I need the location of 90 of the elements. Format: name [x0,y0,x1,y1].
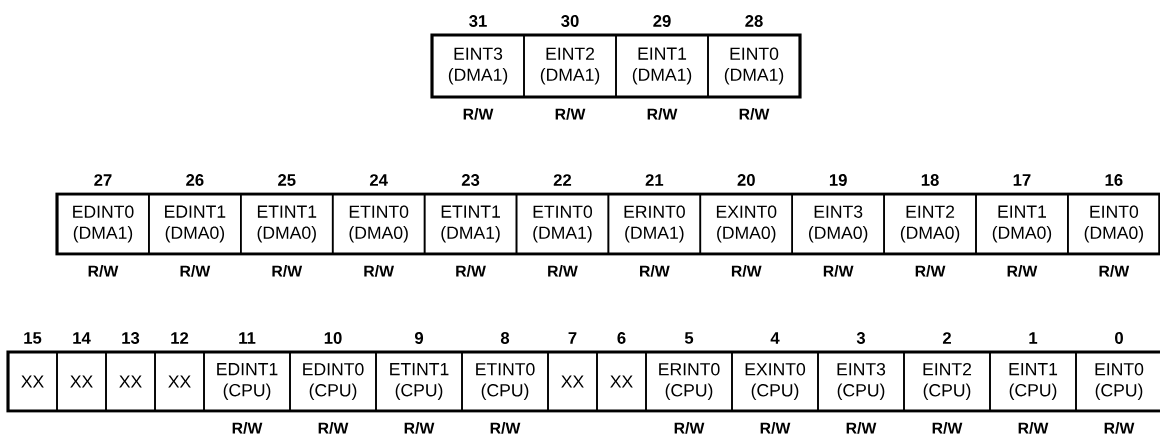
register-cell: EINT3 (CPU) [817,351,905,412]
access-label: R/W [647,108,678,120]
access-label: R/W [932,422,963,434]
bit-number: 17 [1013,174,1031,186]
node-label: EINT3 (DMA1) [448,47,508,85]
bit-number: 14 [73,332,91,344]
register-cell: ETINT1 (DMA0) [240,193,334,255]
bit-number: 16 [1105,174,1123,186]
bit-number: 9 [414,332,424,344]
register-cell: EINT2 (DMA1) [523,34,617,98]
access-label: R/W [674,422,705,434]
bit-number: 23 [461,174,480,186]
bit-number: 18 [921,174,939,186]
access-label: R/W [318,422,349,434]
register-cell: ETINT0 (DMA0) [331,193,426,255]
access-label: R/W [456,265,486,277]
register-cell: EINT2 (CPU) [903,351,991,412]
bit-number: 28 [745,15,763,27]
access-label: R/W [760,422,791,434]
bit-number: 19 [829,174,847,186]
register-cell: EDINT1 (CPU) [203,351,291,412]
bit-number: 31 [469,15,487,27]
bit-number: 11 [239,332,256,344]
register-cell: ERINT0 (DMA1) [607,193,702,255]
access-label: R/W [555,108,586,120]
access-label: R/W [463,108,494,120]
register-cell: EXINT0 (CPU) [731,351,819,412]
register-cell: EINT1 (DMA0) [975,193,1069,255]
access-label: R/W [823,265,854,277]
bit-number: 30 [561,15,579,27]
bit-number: 12 [171,332,189,344]
register-cell: ETINT0 (CPU) [461,351,549,412]
register-cell: XX [596,351,647,412]
register-cell: EXINT0 (DMA0) [699,193,793,255]
bit-number: 24 [369,174,388,186]
bit-number: 2 [942,332,951,344]
access-label: R/W [490,422,521,434]
bit-number: 7 [568,332,577,344]
access-label: R/W [846,422,877,434]
access-label: R/W [180,265,211,277]
bit-number: 13 [122,332,140,344]
node-label: EDINT0 (DMA1) [73,205,134,243]
access-label: R/W [364,265,394,277]
bit-number: 4 [770,332,780,344]
register-cell: XX [547,351,598,412]
access-label: R/W [272,265,303,277]
bit-number: 1 [1029,332,1038,344]
register-cell: XX [56,351,107,412]
access-label: R/W [1099,265,1130,277]
bit-number: 15 [24,332,42,344]
register-cell: EDINT0 (CPU) [289,351,377,412]
register-cell: EINT3 (DMA0) [791,193,885,255]
bit-number: 0 [1115,332,1123,344]
register-cell: EINT1 (CPU) [989,351,1077,412]
bit-number: 26 [186,174,204,186]
access-label: R/W [1018,422,1049,434]
bit-number: 3 [856,332,866,344]
access-label: R/W [739,108,770,120]
bit-number: 22 [553,174,572,186]
register-cell: EINT0 (DMA0) [1067,193,1160,255]
register-cell: ETINT0 (DMA1) [515,193,610,255]
access-label: R/W [1007,265,1038,277]
bit-number: 6 [617,332,626,344]
register-cell: EINT2 (DMA0) [883,193,977,255]
access-label: R/W [640,265,670,277]
register-cell: EINT0 (DMA1) [707,34,801,98]
access-label: R/W [404,422,435,434]
register-cell: EDINT1 (DMA0) [148,193,242,255]
access-label: R/W [88,265,119,277]
register-cell: EINT1 (DMA1) [615,34,709,98]
bit-number: 10 [324,332,342,344]
bit-number: 20 [737,174,755,186]
register-cell: XX [105,351,156,412]
register-cell: EINT0 (CPU) [1075,351,1160,412]
bit-number: 21 [645,174,664,186]
register-cell: ETINT1 (CPU) [375,351,463,412]
access-label: R/W [731,265,762,277]
bit-number: 27 [94,174,112,186]
register-cell: ERINT0 (CPU) [645,351,733,412]
access-label: R/W [1104,422,1135,434]
bit-number: 29 [653,15,671,27]
bit-number: 8 [500,332,510,344]
access-label: R/W [232,422,263,434]
access-label: R/W [548,265,578,277]
bit-number: 5 [684,332,694,344]
access-label: R/W [915,265,946,277]
register-cell: XX [154,351,205,412]
node-label: XX [21,375,44,388]
bit-number: 25 [278,174,296,186]
register-cell: ETINT1 (DMA1) [423,193,518,255]
